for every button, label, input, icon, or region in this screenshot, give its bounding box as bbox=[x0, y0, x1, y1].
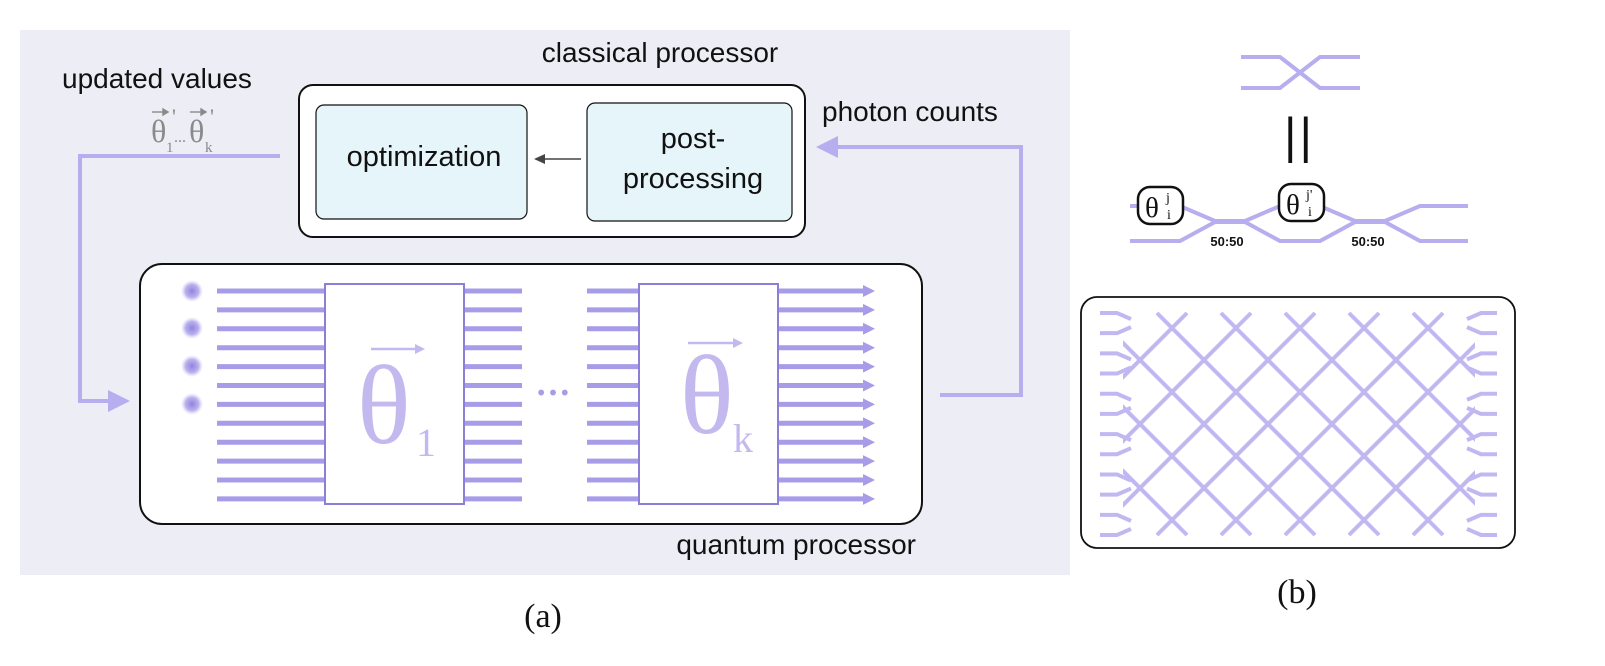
layer-theta-k-subscript: k bbox=[733, 416, 753, 461]
mesh-diagonal-up-11 bbox=[1541, 313, 1605, 535]
mesh-diagonal-up-6 bbox=[1219, 311, 1445, 537]
updated-theta-k: θ bbox=[189, 113, 204, 149]
output-arrowheads bbox=[863, 285, 875, 505]
layer-theta-1-box bbox=[324, 283, 465, 505]
mesh-diagonal-down-2 bbox=[1123, 468, 1189, 537]
updated-theta-vector-arrows bbox=[152, 107, 208, 117]
updated-values-parameters: θ 1 ' ... θ k ' bbox=[151, 104, 214, 156]
optimization-box bbox=[315, 104, 528, 220]
phase-shifter-1-symbol: θ bbox=[1145, 192, 1159, 224]
output-arrowhead-8 bbox=[863, 417, 875, 430]
waveguide-lines bbox=[217, 288, 866, 502]
output-arrowhead-12 bbox=[863, 492, 875, 505]
optimization-label: optimization bbox=[347, 141, 502, 173]
beamsplitter-2-label: 50:50 bbox=[1351, 234, 1384, 249]
input-photons bbox=[181, 280, 203, 415]
layer-theta-1-symbol: θ bbox=[357, 344, 411, 468]
feedback-arrow-line bbox=[78, 154, 280, 403]
classical-processor-title: classical processor bbox=[542, 37, 779, 68]
panel-b-caption: (b) bbox=[1277, 574, 1317, 611]
mesh-output-stub-12 bbox=[1466, 527, 1497, 537]
beamsplitter-1-label: 50:50 bbox=[1210, 234, 1243, 249]
process-arrow-head bbox=[534, 154, 545, 164]
input-photon-4 bbox=[181, 393, 203, 415]
layer-theta-1-vector-arrowhead bbox=[415, 344, 425, 354]
panel-a-caption: (a) bbox=[524, 598, 562, 635]
mesh-input-stub-11 bbox=[1100, 512, 1132, 523]
mesh-diagonal-up-2 bbox=[1123, 311, 1189, 380]
photon-counts-label: photon counts bbox=[822, 96, 998, 127]
mesh-input-stub-8 bbox=[1100, 446, 1132, 457]
feedback-arrow-head bbox=[108, 390, 130, 412]
updated-theta-k-subscript: k bbox=[205, 140, 213, 156]
output-arrowhead-6 bbox=[863, 379, 875, 392]
output-arrowhead-3 bbox=[863, 322, 875, 335]
mesh-input-stub-10 bbox=[1100, 486, 1132, 497]
phase-shifter-1-subscript: i bbox=[1167, 208, 1171, 223]
mesh-input-stub-2 bbox=[1100, 325, 1132, 336]
mesh-diagonal-up-5 bbox=[1155, 311, 1381, 537]
beamsplitter-symbol bbox=[1241, 55, 1360, 90]
layer-theta-k-box bbox=[638, 283, 779, 505]
phase-shifter-2-superscript: j' bbox=[1305, 188, 1312, 203]
layer-theta-k-vector-arrowhead bbox=[733, 338, 743, 348]
measurement-arrow-head bbox=[816, 136, 838, 158]
output-arrowhead-10 bbox=[863, 455, 875, 468]
mesh-input-stub-1 bbox=[1100, 311, 1132, 321]
mesh-output-stub-2 bbox=[1466, 325, 1497, 336]
output-arrowhead-4 bbox=[863, 341, 875, 354]
mesh-input-stub-5 bbox=[1100, 391, 1132, 402]
mesh-output-stub-5 bbox=[1466, 391, 1497, 402]
output-arrowhead-11 bbox=[863, 474, 875, 486]
mesh-diagonal-up-7 bbox=[1283, 342, 1475, 537]
updated-values-label: updated values bbox=[62, 63, 252, 94]
layers-ellipsis: ••• bbox=[535, 381, 570, 405]
updated-theta-1: θ bbox=[151, 113, 166, 149]
mesh-diagonal-up-3 bbox=[1123, 311, 1253, 444]
mesh-input-stub-4 bbox=[1100, 365, 1132, 376]
layer-theta-1-subscript: 1 bbox=[416, 420, 436, 465]
equivalence-symbol: || bbox=[1283, 109, 1314, 164]
mesh-output-stub-11 bbox=[1466, 512, 1497, 523]
post-processing-label-line2: processing bbox=[623, 163, 763, 195]
mesh-diagonal-down-11 bbox=[1541, 313, 1605, 535]
mesh-output-stub-3 bbox=[1466, 351, 1497, 362]
post-processing-box bbox=[586, 102, 793, 222]
mesh-output-stub-8 bbox=[1466, 446, 1497, 457]
updated-theta-k-prime: ' bbox=[210, 104, 214, 129]
input-photon-2 bbox=[181, 317, 203, 339]
output-arrowhead-7 bbox=[863, 398, 875, 411]
updated-theta-1-subscript: 1 bbox=[166, 140, 174, 156]
interferometer-mesh-box bbox=[1080, 296, 1516, 549]
phase-shifter-2-subscript: i bbox=[1308, 205, 1312, 220]
phase-shifter-2-symbol: θ bbox=[1286, 189, 1300, 221]
quantum-processor-title: quantum processor bbox=[676, 529, 916, 560]
input-photon-1 bbox=[181, 280, 203, 302]
interferometer-mesh bbox=[1100, 311, 1605, 537]
phase-shifter-1 bbox=[1136, 185, 1185, 226]
mesh-input-stub-12 bbox=[1100, 527, 1132, 537]
measurement-arrow-line bbox=[838, 145, 1023, 397]
mesh-diagonal-down-9 bbox=[1411, 311, 1475, 378]
phase-shifter-1-superscript: j bbox=[1165, 191, 1170, 206]
updated-theta-1-prime: ' bbox=[172, 104, 176, 129]
mesh-input-stub-9 bbox=[1100, 472, 1132, 483]
mesh-diagonal-up-9 bbox=[1411, 470, 1475, 537]
mesh-diagonal-up-4 bbox=[1123, 311, 1317, 508]
updated-values-ellipsis: ... bbox=[174, 129, 186, 146]
input-photon-3 bbox=[181, 355, 203, 377]
mesh-input-stub-3 bbox=[1100, 351, 1132, 362]
mesh-output-stub-1 bbox=[1466, 311, 1497, 321]
quantum-processor-box bbox=[139, 263, 923, 525]
mesh-output-stub-10 bbox=[1466, 486, 1497, 497]
output-arrowhead-1 bbox=[863, 285, 875, 297]
output-arrowhead-2 bbox=[863, 303, 875, 316]
post-processing-label-line1: post- bbox=[661, 123, 725, 155]
mesh-diagonal-up-8 bbox=[1347, 406, 1475, 537]
phase-shifter-2 bbox=[1277, 182, 1326, 223]
output-arrowhead-9 bbox=[863, 436, 875, 449]
output-arrowhead-5 bbox=[863, 360, 875, 373]
layer-theta-k-symbol: θ bbox=[680, 334, 734, 458]
